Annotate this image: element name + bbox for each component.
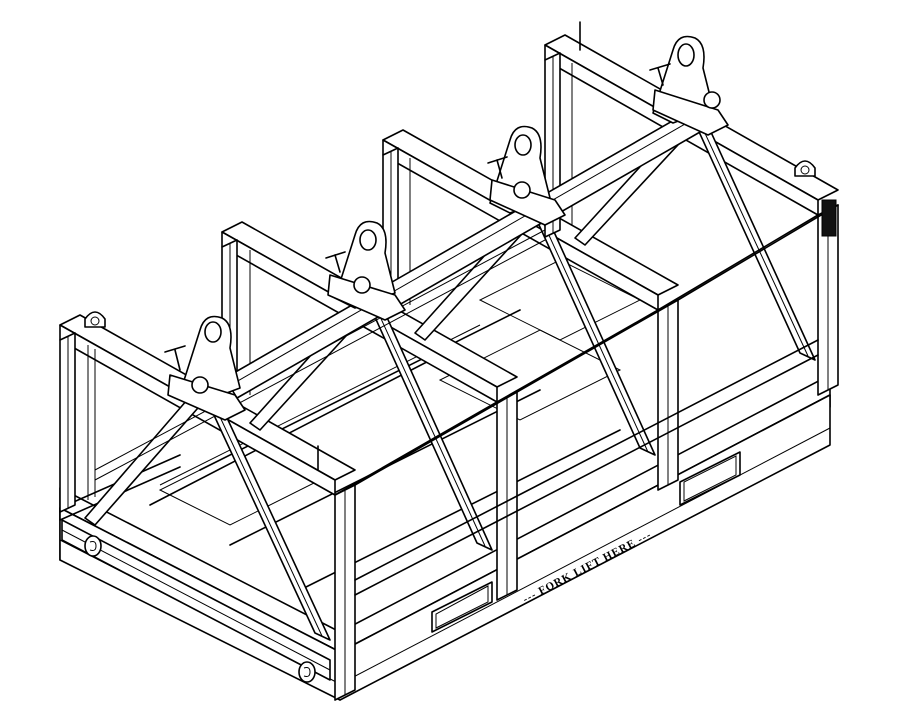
fork-pocket-left [431,581,493,633]
shackle-pad-eye-3 [487,125,566,226]
fork-pocket-right [679,451,741,506]
corner-lug-front-left [84,311,106,328]
corner-lug-rear-right [794,160,816,177]
shackle-pad-eye-1 [164,315,246,421]
shackle-pad-eye-4 [649,35,729,136]
side-roller-front [84,535,102,557]
nameplate [821,199,837,237]
shackle-pad-eye-2 [325,220,406,321]
side-roller-rear [298,661,316,683]
base-skid [59,259,831,701]
